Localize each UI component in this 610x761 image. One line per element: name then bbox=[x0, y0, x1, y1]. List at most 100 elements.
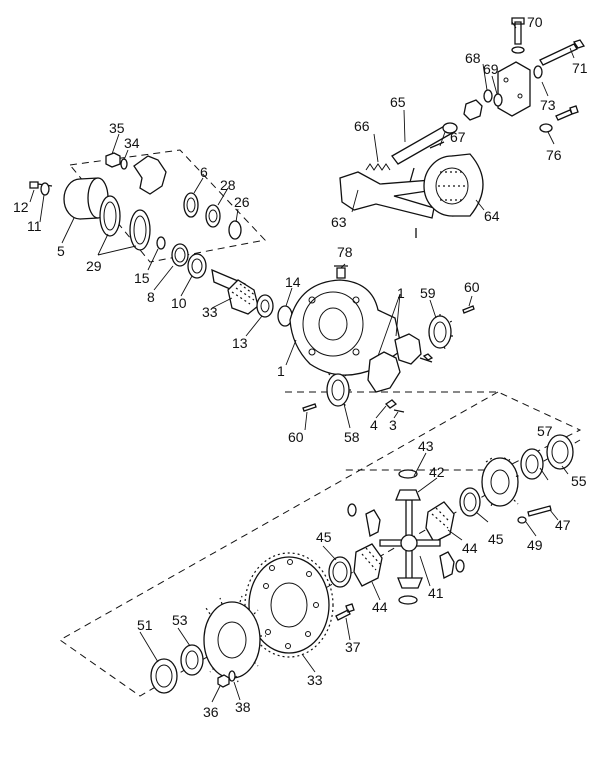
callout-28: 28 bbox=[220, 177, 236, 193]
callout-73: 73 bbox=[540, 97, 556, 113]
spacer-15 bbox=[156, 236, 166, 250]
callout-42: 42 bbox=[429, 464, 445, 480]
sliding-clutch-64 bbox=[423, 153, 484, 217]
callout-41: 41 bbox=[428, 585, 444, 601]
cup-55 bbox=[546, 434, 574, 470]
callout-1b: 1 bbox=[397, 285, 405, 301]
callout-35: 35 bbox=[109, 120, 125, 136]
callout-10: 10 bbox=[171, 295, 187, 311]
callout-67: 67 bbox=[450, 129, 466, 145]
shift-fork-63 bbox=[339, 171, 435, 219]
callout-53: 53 bbox=[172, 612, 188, 628]
callout-29: 29 bbox=[86, 258, 102, 274]
pin-60b bbox=[302, 403, 317, 412]
pin-60a bbox=[462, 305, 475, 314]
bearing-57 bbox=[520, 448, 544, 480]
oring-69 bbox=[493, 93, 503, 107]
washer-38 bbox=[228, 670, 236, 682]
callout-55: 55 bbox=[571, 473, 587, 489]
callout-13: 13 bbox=[232, 335, 248, 351]
nut-35 bbox=[105, 152, 121, 168]
leader-lines bbox=[29, 21, 575, 703]
callout-38: 38 bbox=[235, 699, 251, 715]
washer-34 bbox=[120, 158, 128, 170]
washer-70 bbox=[511, 46, 525, 54]
shift-assembly bbox=[339, 17, 586, 238]
callout-3: 3 bbox=[389, 417, 397, 433]
callout-69: 69 bbox=[483, 61, 499, 77]
callout-8: 8 bbox=[147, 289, 155, 305]
callout-1: 1 bbox=[277, 363, 285, 379]
pin-67 bbox=[429, 141, 445, 149]
cup-8 bbox=[171, 243, 189, 267]
callout-66: 66 bbox=[354, 118, 370, 134]
washer-right bbox=[455, 559, 465, 573]
nut-36 bbox=[217, 674, 230, 688]
callout-65: 65 bbox=[390, 94, 406, 110]
callout-labels: 70 71 73 68 69 65 66 67 76 63 64 35 34 6… bbox=[13, 14, 588, 720]
pinion-gear-right bbox=[439, 551, 455, 579]
washer-lower bbox=[398, 595, 418, 605]
spring-66 bbox=[365, 163, 391, 171]
carrier-housing-1 bbox=[289, 265, 434, 413]
adjuster-58 bbox=[326, 371, 353, 408]
callout-15: 15 bbox=[134, 270, 150, 286]
callout-51: 51 bbox=[137, 617, 153, 633]
callout-11: 11 bbox=[27, 218, 42, 234]
washer-43 bbox=[398, 469, 418, 479]
cup-51 bbox=[150, 658, 178, 694]
adjuster-59 bbox=[428, 312, 455, 351]
bolt-47 bbox=[527, 505, 552, 517]
bolt-70 bbox=[511, 17, 525, 45]
bolt-76 bbox=[555, 105, 579, 121]
pinion-cage-group bbox=[29, 152, 293, 327]
side-gear-44a bbox=[353, 543, 383, 587]
callout-68: 68 bbox=[465, 50, 481, 66]
callout-43: 43 bbox=[418, 438, 434, 454]
callout-4: 4 bbox=[370, 417, 378, 433]
shim-29a bbox=[99, 195, 121, 237]
callout-78: 78 bbox=[337, 244, 353, 260]
adjusters-group bbox=[302, 305, 475, 412]
callout-5: 5 bbox=[57, 243, 65, 259]
differential-group bbox=[150, 434, 574, 694]
bolt-3 bbox=[393, 409, 405, 413]
shim-29b bbox=[129, 209, 151, 251]
callout-34: 34 bbox=[124, 135, 140, 151]
bearing-53 bbox=[180, 644, 204, 676]
thrust-washer-45b bbox=[459, 487, 481, 517]
piston bbox=[463, 99, 483, 121]
cup-26 bbox=[228, 220, 242, 240]
ring-gear-33 bbox=[244, 552, 334, 658]
thrust-washer-45a bbox=[328, 556, 352, 588]
cover-plate bbox=[497, 61, 531, 117]
washer-left bbox=[347, 503, 357, 517]
washer-73 bbox=[533, 65, 543, 79]
callout-60b: 60 bbox=[288, 429, 304, 445]
bearing-28 bbox=[205, 204, 221, 228]
pinion-gear-lower bbox=[397, 577, 423, 589]
bolt-4 bbox=[384, 399, 398, 409]
oring-68 bbox=[483, 89, 493, 103]
callout-14: 14 bbox=[285, 274, 301, 290]
callout-12: 12 bbox=[13, 199, 29, 215]
callout-44b: 44 bbox=[462, 540, 478, 556]
callout-70: 70 bbox=[527, 14, 543, 30]
callout-57: 57 bbox=[537, 423, 553, 439]
callout-26: 26 bbox=[234, 194, 250, 210]
bolt-right bbox=[419, 353, 434, 363]
callout-36: 36 bbox=[203, 704, 219, 720]
callout-49: 49 bbox=[527, 537, 543, 553]
callout-45: 45 bbox=[316, 529, 332, 545]
callout-60: 60 bbox=[464, 279, 480, 295]
bolt-71 bbox=[539, 39, 586, 66]
bolt-37 bbox=[335, 603, 355, 621]
washer-11 bbox=[40, 182, 50, 196]
bearing-10 bbox=[187, 253, 207, 279]
bearing-13 bbox=[256, 294, 274, 318]
callout-33b: 33 bbox=[307, 672, 323, 688]
side-gear-44b bbox=[425, 501, 455, 543]
drive-pinion-33 bbox=[211, 268, 259, 315]
callout-71: 71 bbox=[572, 60, 588, 76]
